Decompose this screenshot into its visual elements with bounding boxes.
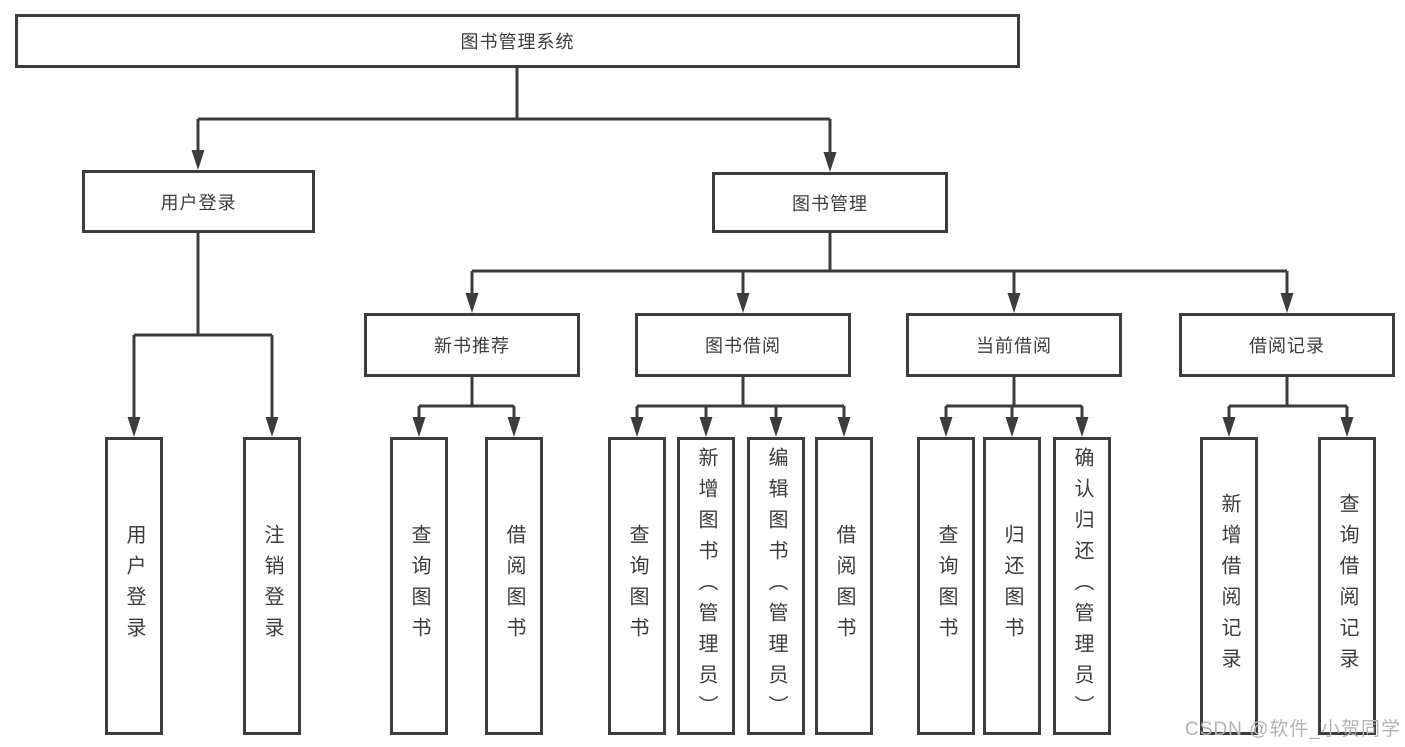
leaf-query-books-current: 查询图书 <box>917 437 975 735</box>
node-current-borrowing: 当前借阅 <box>906 313 1122 377</box>
node-label: 图书借阅 <box>705 336 781 356</box>
node-label: 借阅图书 <box>503 524 525 648</box>
node-new-book-recommendation: 新书推荐 <box>364 313 580 377</box>
node-label: 编辑图书（管理员） <box>765 446 787 726</box>
node-label: 查询图书 <box>626 524 648 648</box>
node-label: 当前借阅 <box>976 336 1052 356</box>
leaf-borrow-books-recommend: 借阅图书 <box>485 437 543 735</box>
node-label: 注销登录 <box>261 524 283 648</box>
node-label: 新书推荐 <box>434 336 510 356</box>
node-label: 用户登录 <box>160 192 237 213</box>
leaf-add-borrow-record: 新增借阅记录 <box>1200 437 1258 735</box>
node-label: 查询借阅记录 <box>1336 493 1358 679</box>
node-label: 图书管理 <box>792 193 868 214</box>
node-label: 查询图书 <box>408 524 430 648</box>
leaf-user-login: 用户登录 <box>105 437 163 735</box>
node-book-borrowing: 图书借阅 <box>635 313 851 377</box>
node-label: 用户登录 <box>123 524 145 648</box>
leaf-confirm-return-admin: 确认归还（管理员） <box>1053 437 1111 735</box>
node-label: 查询图书 <box>935 524 957 648</box>
node-label: 借阅记录 <box>1249 336 1325 356</box>
node-user-login: 用户登录 <box>82 170 315 233</box>
leaf-return-books: 归还图书 <box>983 437 1041 735</box>
node-borrowing-records: 借阅记录 <box>1179 313 1395 377</box>
leaf-query-borrow-record: 查询借阅记录 <box>1318 437 1376 735</box>
node-label: 确认归还（管理员） <box>1071 446 1093 726</box>
node-label: 借阅图书 <box>833 524 855 648</box>
node-book-management: 图书管理 <box>712 172 948 233</box>
node-root: 图书管理系统 <box>15 14 1020 68</box>
leaf-add-books-admin: 新增图书（管理员） <box>677 437 735 735</box>
leaf-edit-books-admin: 编辑图书（管理员） <box>747 437 805 735</box>
leaf-query-books-recommend: 查询图书 <box>390 437 448 735</box>
csdn-watermark: CSDN @软件_小贺同学 <box>1185 719 1401 740</box>
node-label: 归还图书 <box>1001 524 1023 648</box>
node-label: 图书管理系统 <box>460 32 575 52</box>
leaf-query-books-borrowing: 查询图书 <box>608 437 666 735</box>
leaf-borrow-books: 借阅图书 <box>815 437 873 735</box>
node-label: 新增图书（管理员） <box>695 446 717 726</box>
node-label: 新增借阅记录 <box>1218 493 1240 679</box>
leaf-logout: 注销登录 <box>243 437 301 735</box>
